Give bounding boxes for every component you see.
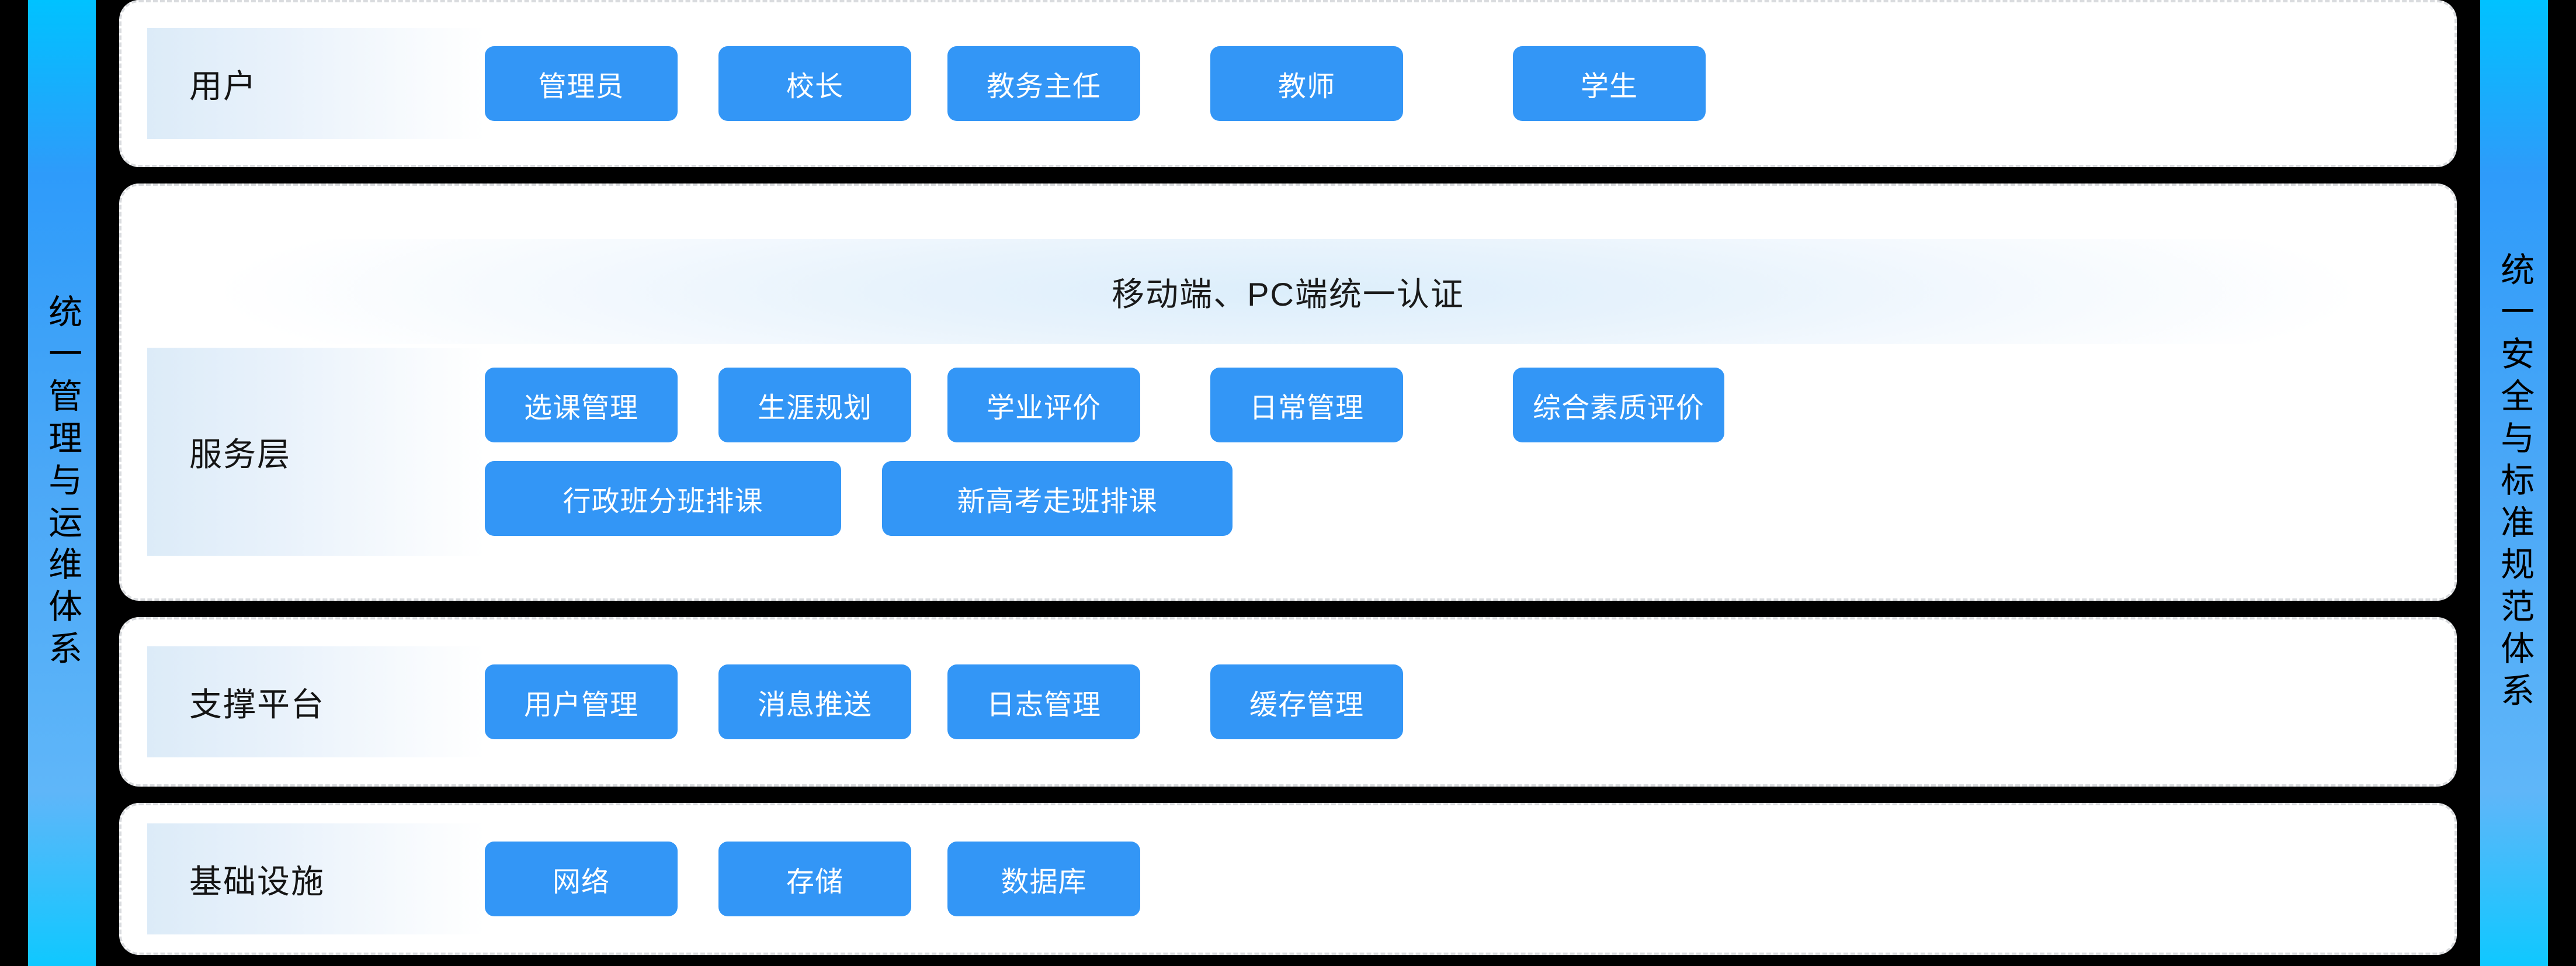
right-rail-unified-security: 统一安全与标准规范体系 <box>2480 0 2548 966</box>
chip-course-selection-management[interactable]: 选课管理 <box>485 368 678 442</box>
layer-row-service: 服务层 选课管理 生涯规划 学业评价 日常管理 综合素质评价 行政班分班排课 新… <box>121 348 2455 556</box>
layer-label-tile-support: 支撑平台 <box>147 646 485 757</box>
chips-area-infra: 网络 存储 数据库 <box>485 823 2455 934</box>
chip-academic-evaluation[interactable]: 学业评价 <box>947 368 1140 442</box>
chip-teacher[interactable]: 教师 <box>1210 46 1403 121</box>
auth-banner-label: 移动端、PC端统一认证 <box>1112 275 1464 313</box>
chip-student[interactable]: 学生 <box>1513 46 1706 121</box>
chips-area-service: 选课管理 生涯规划 学业评价 日常管理 综合素质评价 行政班分班排课 新高考走班… <box>485 348 2455 556</box>
layer-stack: 用户 管理员 校长 教务主任 教师 学生 移动端、PC端统一认证 <box>96 0 2480 966</box>
layer-row-users: 用户 管理员 校长 教务主任 教师 学生 <box>121 28 2455 139</box>
left-rail-unified-management: 统一管理与运维体系 <box>28 0 96 966</box>
layer-label-service: 服务层 <box>189 435 291 473</box>
chip-academic-director[interactable]: 教务主任 <box>947 46 1140 121</box>
chips-row-service-1: 选课管理 生涯规划 学业评价 日常管理 综合素质评价 <box>485 368 2455 442</box>
chip-admin[interactable]: 管理员 <box>485 46 678 121</box>
chip-admin-class-scheduling[interactable]: 行政班分班排课 <box>485 461 841 536</box>
chip-message-push[interactable]: 消息推送 <box>718 664 911 739</box>
chips-area-users: 管理员 校长 教务主任 教师 学生 <box>485 28 2455 139</box>
chip-cache-management[interactable]: 缓存管理 <box>1210 664 1403 739</box>
panel-service: 移动端、PC端统一认证 服务层 选课管理 生涯规划 学业评价 日常管理 综合素质… <box>119 183 2457 601</box>
chip-network[interactable]: 网络 <box>485 842 678 916</box>
layer-label-tile-users: 用户 <box>147 28 485 139</box>
layer-label-tile-infra: 基础设施 <box>147 823 485 934</box>
chips-row-service-2: 行政班分班排课 新高考走班排课 <box>485 461 2455 536</box>
auth-banner: 移动端、PC端统一认证 <box>121 239 2455 344</box>
layer-row-support: 支撑平台 用户管理 消息推送 日志管理 缓存管理 <box>121 646 2455 757</box>
layer-label-tile-service: 服务层 <box>147 348 485 556</box>
chip-log-management[interactable]: 日志管理 <box>947 664 1140 739</box>
panel-support-platform: 支撑平台 用户管理 消息推送 日志管理 缓存管理 <box>119 617 2457 787</box>
chip-principal[interactable]: 校长 <box>718 46 911 121</box>
chip-career-planning[interactable]: 生涯规划 <box>718 368 911 442</box>
layer-label-support: 支撑平台 <box>189 685 325 723</box>
chips-row-users-1: 管理员 校长 教务主任 教师 学生 <box>485 46 2455 121</box>
chip-comprehensive-quality-evaluation[interactable]: 综合素质评价 <box>1513 368 1725 442</box>
chip-user-management[interactable]: 用户管理 <box>485 664 678 739</box>
chips-row-support-1: 用户管理 消息推送 日志管理 缓存管理 <box>485 664 2455 739</box>
layer-label-infra: 基础设施 <box>189 863 325 900</box>
chips-area-support: 用户管理 消息推送 日志管理 缓存管理 <box>485 646 2455 757</box>
chips-row-infra-1: 网络 存储 数据库 <box>485 842 2455 916</box>
chip-database[interactable]: 数据库 <box>947 842 1140 916</box>
right-rail-label: 统一安全与标准规范体系 <box>2495 251 2534 715</box>
chip-storage[interactable]: 存储 <box>718 842 911 916</box>
left-rail-label: 统一管理与运维体系 <box>43 293 82 673</box>
layer-label-users: 用户 <box>189 67 257 105</box>
layer-row-infra: 基础设施 网络 存储 数据库 <box>121 823 2455 934</box>
chip-new-gaokao-elective-scheduling[interactable]: 新高考走班排课 <box>882 461 1233 536</box>
chip-daily-management[interactable]: 日常管理 <box>1210 368 1403 442</box>
panel-infrastructure: 基础设施 网络 存储 数据库 <box>119 803 2457 955</box>
panel-users: 用户 管理员 校长 教务主任 教师 学生 <box>119 0 2457 167</box>
